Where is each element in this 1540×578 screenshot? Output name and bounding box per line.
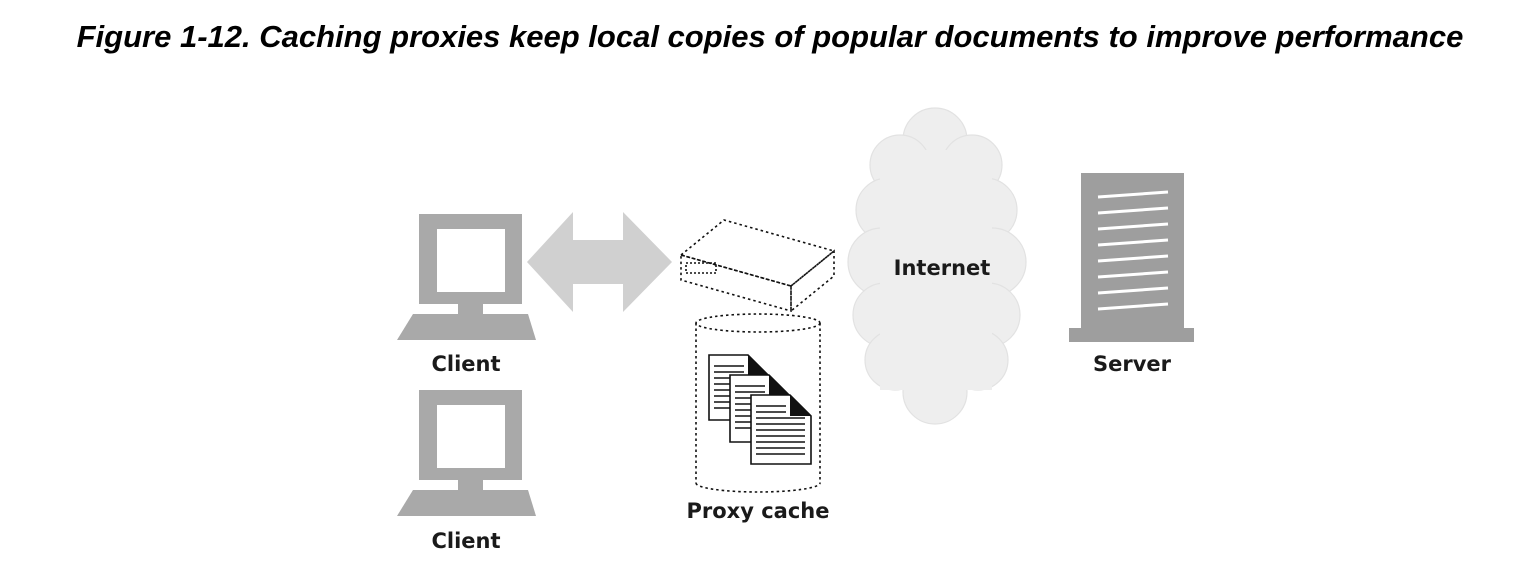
proxy-cache-label: Proxy cache [687, 499, 830, 523]
internet-cloud-icon [847, 107, 1027, 425]
document-icon [750, 394, 812, 465]
server-icon [1069, 173, 1194, 342]
figure-caption: Figure 1-12. Caching proxies keep local … [76, 19, 1464, 54]
cache-cylinder-icon [695, 313, 821, 493]
server-label: Server [1093, 352, 1172, 376]
client-1-computer-icon [397, 214, 536, 340]
internet-label: Internet [894, 256, 991, 280]
proxy-device-icon [679, 219, 836, 313]
cached-documents-icon [708, 354, 812, 465]
client-1-label: Client [431, 352, 500, 376]
client-2-computer-icon [397, 390, 536, 516]
double-arrow-icon [527, 212, 672, 312]
client-2-label: Client [431, 529, 500, 553]
